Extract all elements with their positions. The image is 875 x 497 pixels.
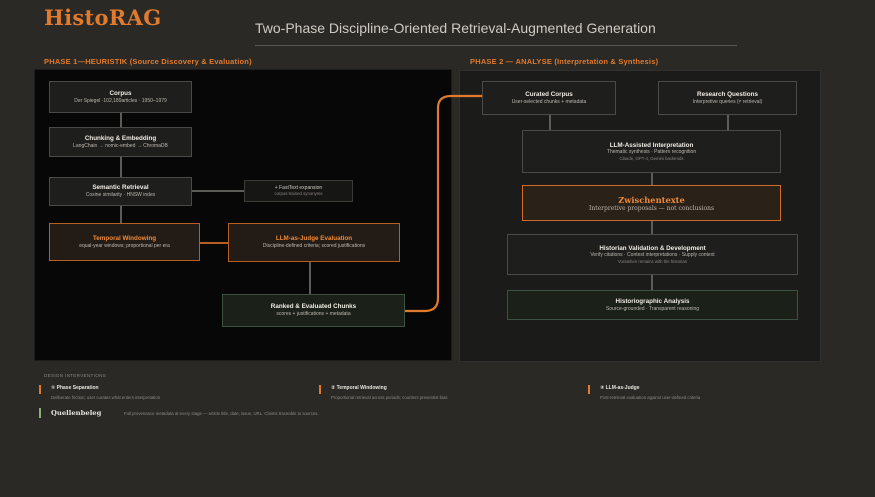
corpus-sub: Der Spiegel ·102,189articles · 1950–1979 [74, 97, 167, 104]
historiographic-box: Historiographic Analysis Source-grounded… [507, 290, 798, 320]
semantic-sub: Cosine similarity · HNSW index [85, 192, 156, 199]
temporal-sub: equal-year windows; proportional per era [79, 242, 170, 249]
chunking-box: Chunking & Embedding LangChain → nomic-e… [49, 127, 192, 157]
fasttext-box: + FastText expansion corpus-trained syno… [244, 180, 353, 202]
temporal-title: Temporal Windowing [92, 234, 157, 242]
intervention-1-desc: Deliberate friction; user curates what e… [51, 395, 161, 400]
curated-sub: User-selected chunks + metadata [511, 98, 587, 105]
zwischentexte-title: Zwischentexte [618, 194, 685, 205]
questions-box: Research Questions Interpretive queries … [658, 81, 797, 115]
intervention-2-marker [319, 385, 321, 394]
questions-sub: Interpretive queries (≠ retrieval) [692, 98, 763, 105]
historian-title: Historian Validation & Development [599, 244, 706, 252]
connector-corpus-chunking [120, 113, 122, 127]
semantic-box: Semantic Retrieval Cosine similarity · H… [49, 177, 192, 206]
ranked-box: Ranked & Evaluated Chunks scores + justi… [222, 294, 405, 327]
design-heading: DESIGN INTERVENTIONS [44, 373, 107, 378]
connector-temporal-judge [200, 242, 228, 244]
llm-sub2: Claude, GPT-4, Gemini backends [619, 155, 684, 161]
llm-box: LLM-Assisted Interpretation Thematic syn… [522, 130, 781, 173]
judge-title: LLM-as-Judge Evaluation [275, 235, 353, 243]
connector-zwischen-historian [651, 221, 653, 234]
quellenbeleg-marker [39, 408, 41, 418]
judge-box: LLM-as-Judge Evaluation Discipline-defin… [228, 223, 400, 262]
connector-historian-historio [651, 275, 653, 290]
intervention-3-marker [588, 385, 590, 394]
curated-title: Curated Corpus [525, 90, 573, 98]
questions-title: Research Questions [697, 90, 758, 98]
connector-semantic-temporal [120, 206, 122, 223]
chunking-sub: LangChain → nomic-embed → ChromaDB [73, 142, 168, 149]
fasttext-sub: corpus-trained synonyms [274, 191, 323, 197]
connector-curated-llm [549, 115, 551, 130]
phase1-heading: PHASE 1—HEURISTIK (Source Discovery & Ev… [44, 57, 252, 66]
ranked-title: Ranked & Evaluated Chunks [270, 303, 357, 311]
connector-questions-llm [727, 115, 729, 130]
llm-sub: Thematic synthesis · Pattern recognition [606, 149, 697, 156]
intervention-3-desc: Post-retrieval evaluation against user-d… [600, 395, 701, 400]
corpus-title: Corpus [109, 89, 132, 97]
fasttext-title: + FastText expansion [274, 184, 323, 191]
intervention-1-marker [39, 385, 41, 394]
intervention-2-title: ② Temporal Windowing [331, 385, 387, 391]
semantic-title: Semantic Retrieval [92, 184, 149, 192]
historian-sub2: Vorstehen remains with the historian [617, 258, 688, 264]
app-logo: HistoRAG [44, 5, 162, 30]
corpus-box: Corpus Der Spiegel ·102,189articles · 19… [49, 81, 192, 113]
connector-semantic-fasttext [190, 190, 244, 192]
intervention-1-title: ① Phase Separation [51, 385, 99, 391]
historiographic-sub: Source-grounded · Transparent reasoning [605, 305, 700, 312]
quellenbeleg-title: Quellenbeleg [51, 409, 102, 417]
chunking-title: Chunking & Embedding [84, 134, 157, 142]
historiographic-title: Historiographic Analysis [615, 297, 690, 305]
connector-chunking-semantic [120, 157, 122, 177]
zwischentexte-box: Zwischentexte Interpretive proposals — n… [522, 185, 781, 221]
intervention-2-desc: Proportional retrieval across periods; c… [331, 395, 448, 400]
connector-llm-zwischen [651, 173, 653, 185]
historian-sub: Verify citations · Contest interpretatio… [590, 252, 715, 259]
intervention-3-title: ③ LLM-as-Judge [600, 385, 640, 391]
phase2-heading: PHASE 2 — ANALYSE (Interpretation & Synt… [470, 57, 659, 66]
curated-box: Curated Corpus User-selected chunks + me… [482, 81, 616, 115]
historian-box: Historian Validation & Development Verif… [507, 234, 798, 275]
title-divider [255, 45, 737, 46]
ranked-sub: scores + justifications + metadata [276, 311, 351, 318]
connector-judge-ranked [309, 262, 311, 294]
judge-sub: Discipline-defined criteria; scored just… [262, 243, 366, 250]
quellenbeleg-desc: Full provenance metadata at every stage … [124, 411, 319, 416]
llm-title: LLM-Assisted Interpretation [609, 141, 694, 149]
zwischentexte-sub: Interpretive proposals — not conclusions [588, 204, 715, 212]
page-title: Two-Phase Discipline-Oriented Retrieval-… [255, 20, 656, 36]
temporal-box: Temporal Windowing equal-year windows; p… [49, 223, 200, 261]
